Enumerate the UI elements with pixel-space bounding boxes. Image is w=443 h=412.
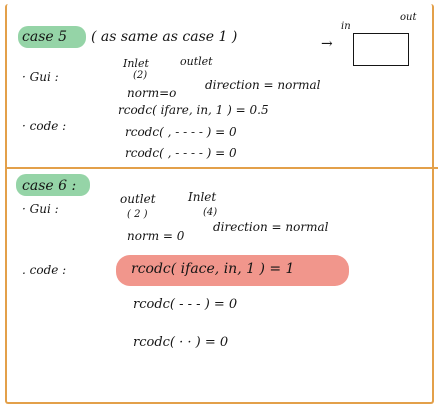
case5-direction: direction = normal xyxy=(205,78,321,92)
diagram-in-label: in xyxy=(341,21,351,32)
case6-code-line-1: rcodc( iface, in, 1 ) = 1 xyxy=(131,261,295,277)
case6-code-bullet: . code : xyxy=(22,263,67,277)
case5-code-line-1: rcodc( ifare, in, 1 ) = 0.5 xyxy=(118,103,269,117)
orange-frame xyxy=(5,4,434,404)
case6-outlet-number: ( 2 ) xyxy=(127,209,148,220)
case6-title: case 6 : xyxy=(22,178,77,194)
case6-gui-bullet: · Gui : xyxy=(22,202,59,216)
case5-subtitle: ( as same as case 1 ) xyxy=(91,29,238,45)
case6-title-highlight xyxy=(16,174,90,196)
case6-norm: norm = 0 xyxy=(127,229,185,243)
arrow-icon: → xyxy=(321,36,333,52)
case6-outlet-label: outlet xyxy=(120,192,156,206)
diagram-box xyxy=(353,33,409,66)
case5-code-bullet: · code : xyxy=(22,119,67,133)
case5-inlet-number: (2) xyxy=(133,70,148,81)
case5-code-line-2: rcodc( , - - - - ) = 0 xyxy=(125,125,237,139)
case5-gui-bullet: · Gui : xyxy=(22,70,59,84)
case-divider xyxy=(5,167,438,169)
case5-title: case 5 xyxy=(22,29,68,45)
case6-inlet-label: Inlet xyxy=(188,190,217,204)
case6-inlet-number: (4) xyxy=(203,207,218,218)
case6-code-highlight xyxy=(116,255,349,286)
case5-norm: norm=o xyxy=(127,86,177,100)
case6-code-line-2: rcodc( - - - ) = 0 xyxy=(133,297,238,312)
case5-outlet-label: outlet xyxy=(180,55,213,68)
case5-code-line-3: rcodc( , - - - - ) = 0 xyxy=(125,146,237,160)
case6-direction: direction = normal xyxy=(213,220,329,234)
case6-code-line-3: rcodc( · · ) = 0 xyxy=(133,335,229,350)
diagram-out-label: out xyxy=(400,12,417,23)
case5-title-highlight xyxy=(18,26,86,48)
case5-inlet-label: Inlet xyxy=(123,57,149,70)
